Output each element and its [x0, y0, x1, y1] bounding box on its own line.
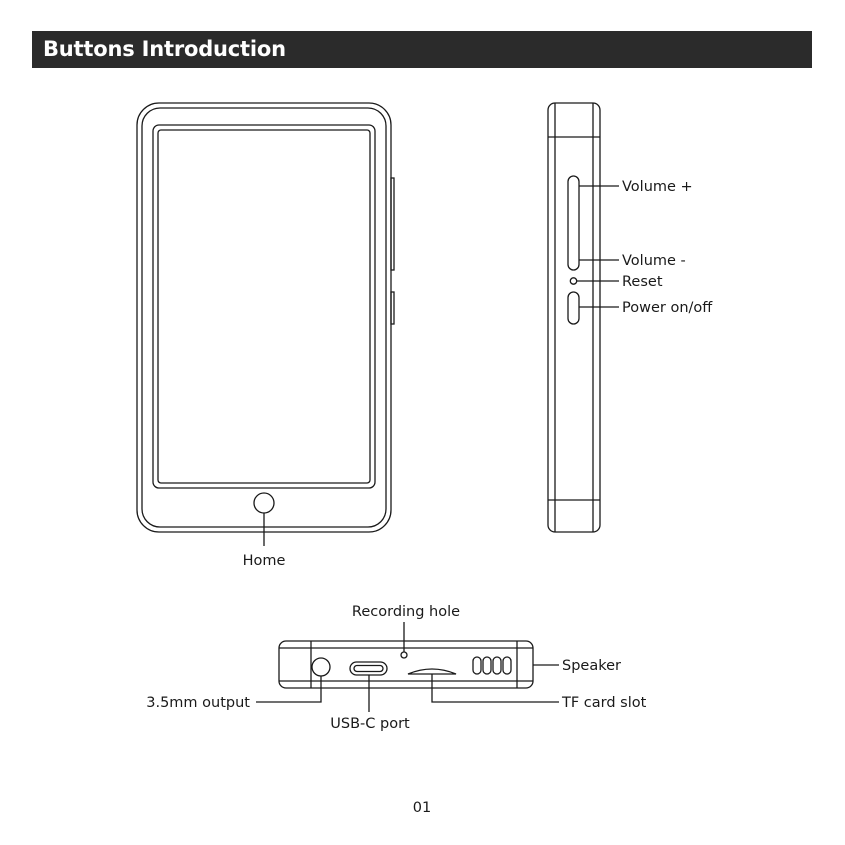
label-volume-up: Volume +: [622, 179, 693, 195]
device-front-view: [137, 103, 394, 546]
volume-button: [568, 176, 579, 270]
side-body-outline: [548, 103, 600, 532]
device-body-outline: [137, 103, 391, 532]
label-power: Power on/off: [622, 300, 713, 316]
device-side-view: [548, 103, 619, 532]
side-power-button-edge: [391, 292, 394, 324]
device-body-inner-outline: [142, 108, 386, 527]
label-tf-card-slot: TF card slot: [561, 695, 647, 711]
device-bottom-view: [256, 622, 559, 712]
speaker-grille-slot-4: [503, 657, 511, 674]
label-usb-c-port: USB-C port: [330, 716, 410, 732]
label-speaker: Speaker: [562, 658, 621, 674]
recording-hole: [401, 652, 407, 658]
reset-hole: [570, 278, 576, 284]
usb-c-port-outer: [350, 662, 387, 675]
page-number: 01: [413, 800, 431, 816]
label-reset: Reset: [622, 274, 663, 290]
label-home: Home: [243, 553, 286, 569]
speaker-grille-slot-1: [473, 657, 481, 674]
usb-c-port-inner: [354, 666, 383, 672]
label-headphone-output: 3.5mm output: [146, 695, 250, 711]
screen: [158, 130, 370, 483]
label-recording-hole: Recording hole: [352, 604, 460, 620]
side-volume-button-edge: [391, 178, 394, 270]
home-button: [254, 493, 274, 513]
label-volume-down: Volume -: [622, 253, 686, 269]
power-button: [568, 292, 579, 324]
speaker-grille-slot-2: [483, 657, 491, 674]
speaker-grille-slot-3: [493, 657, 501, 674]
screen-bezel: [153, 125, 375, 488]
tf-card-slot: [408, 669, 456, 674]
headphone-jack: [312, 658, 330, 676]
